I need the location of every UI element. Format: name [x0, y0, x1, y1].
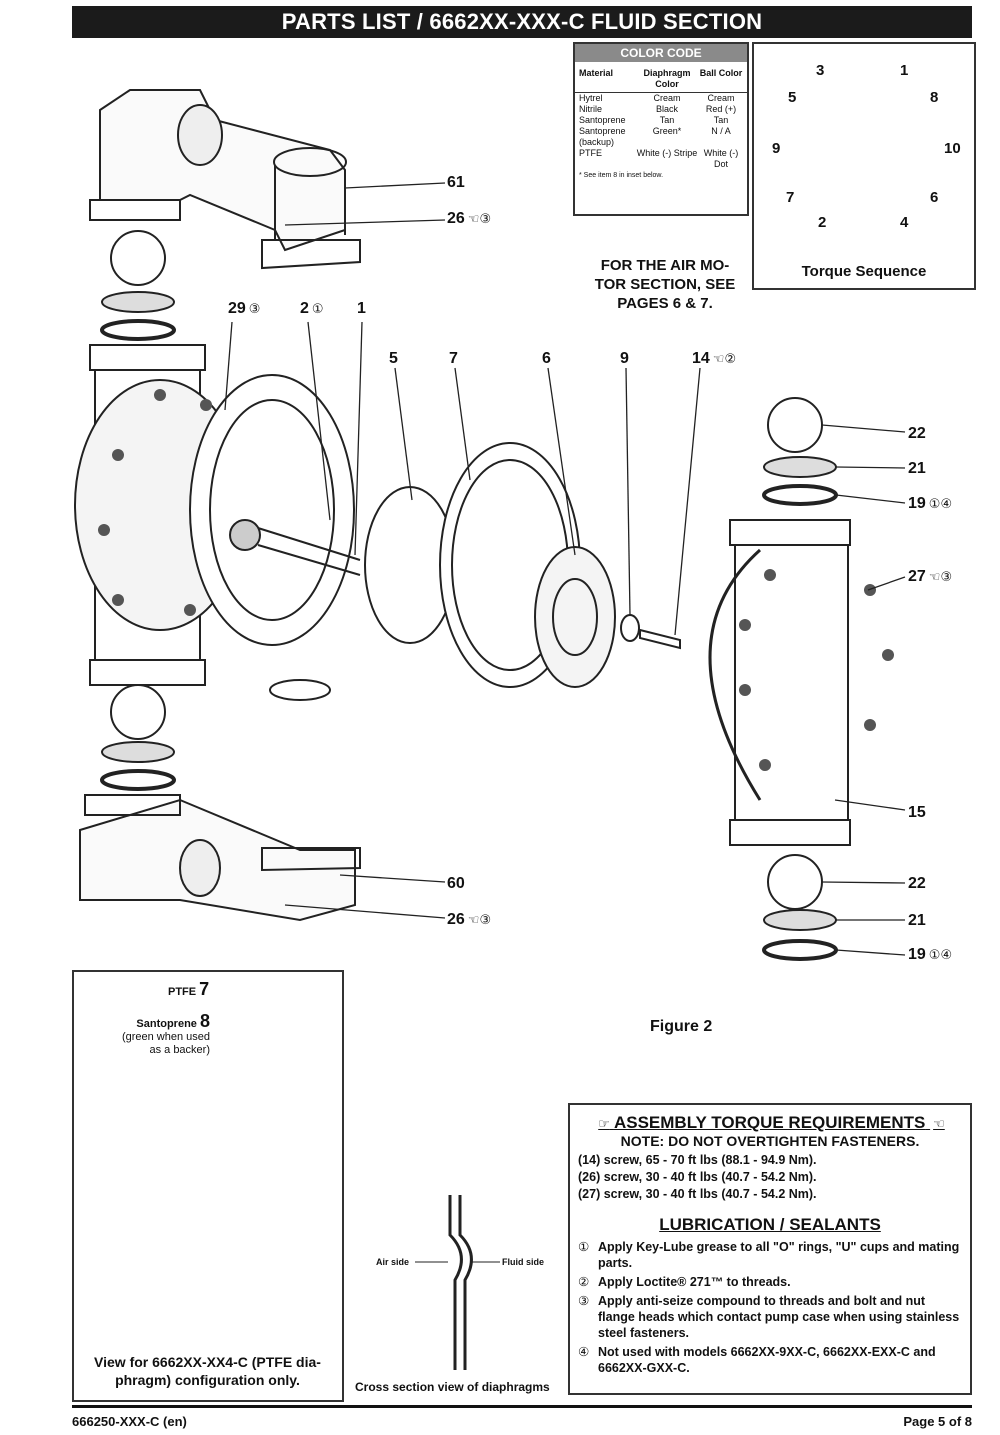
callout-9: 9 — [620, 350, 629, 367]
table-row: Santoprene (backup)Green*N / A — [579, 126, 731, 147]
callout-61: 61 — [447, 174, 465, 191]
callout-22-top: 22 — [908, 425, 926, 442]
lube-1-4-icon: ①④ — [928, 947, 953, 962]
footer-divider — [72, 1405, 972, 1408]
document-number: 666250-XXX-C (en) — [72, 1414, 187, 1429]
assembly-torque-heading: ☞ ASSEMBLY TORQUE REQUIREMENTS ☜ — [598, 1113, 945, 1132]
callout-6: 6 — [542, 350, 551, 367]
torque-icon: ☜③ — [467, 912, 492, 927]
color-code-note: * See item 8 in inset below. — [579, 172, 664, 179]
callout-7: 7 — [449, 350, 458, 367]
torque-number: 7 — [786, 189, 795, 206]
torque-number: 5 — [788, 89, 797, 106]
color-code-title: COLOR CODE — [575, 44, 747, 62]
torque-icon: ☜ — [933, 1116, 945, 1131]
air-side-label: Air side — [376, 1257, 410, 1267]
callout-21-top: 21 — [908, 460, 926, 477]
callout-26-top: 26☜③ — [447, 210, 492, 227]
cross-section-caption: Cross section view of diaphragms — [355, 1380, 550, 1394]
lube-1-4-icon: ①④ — [928, 496, 953, 511]
santoprene-label: Santoprene 8 (green when used as a backe… — [121, 1011, 210, 1056]
callout-14: 14☜② — [692, 350, 737, 367]
torque-line: (26) screw, 30 - 40 ft lbs (40.7 - 54.2 … — [578, 1170, 817, 1184]
torque-number: 1 — [900, 62, 909, 79]
torque-icon: ☜② — [712, 351, 737, 366]
torque-line: (14) screw, 65 - 70 ft lbs (88.1 - 94.9 … — [578, 1153, 817, 1167]
torque-number: 6 — [930, 189, 939, 206]
torque-icon: ☜③ — [467, 211, 492, 226]
torque-number: 2 — [818, 214, 827, 231]
color-code-header: Material Diaphragm Color Ball Color — [575, 62, 747, 93]
torque-number: 9 — [772, 140, 781, 157]
torque-number: 8 — [930, 89, 939, 106]
torque-icon: ☜③ — [928, 569, 953, 584]
color-code-table: COLOR CODE Material Diaphragm Color Ball… — [573, 42, 749, 216]
torque-icon: ☞ — [598, 1116, 610, 1131]
torque-sequence-caption: Torque Sequence — [801, 263, 927, 280]
torque-number: 4 — [900, 214, 909, 231]
torque-sequence-box: 3 1 5 8 9 10 7 6 2 4 Torque Sequence — [752, 42, 976, 290]
inset-caption: View for 6662XX-XX4-C (PTFE dia- phragm)… — [94, 1354, 321, 1388]
torque-number: 10 — [944, 140, 961, 157]
torque-number: 3 — [816, 62, 825, 79]
page-title: PARTS LIST / 6662XX-XXX-C FLUID SECTION — [72, 6, 972, 38]
air-motor-note: FOR THE AIR MO- TOR SECTION, SEE PAGES 6… — [594, 257, 736, 312]
lube-4-icon: ④ — [578, 1345, 590, 1359]
figure-label: Figure 2 — [650, 1018, 713, 1035]
lube-1-icon: ① — [578, 1240, 590, 1254]
callout-26-bottom: 26☜③ — [447, 911, 492, 928]
lube-3-icon: ③ — [578, 1294, 590, 1308]
callout-60: 60 — [447, 875, 465, 892]
ptfe-diaphragm-inset — [72, 970, 344, 1402]
torque-line: (27) screw, 30 - 40 ft lbs (40.7 - 54.2 … — [578, 1187, 817, 1201]
fluid-side-label: Fluid side — [502, 1257, 545, 1267]
callout-15: 15 — [908, 804, 926, 821]
overtighten-note: NOTE: DO NOT OVERTIGHTEN FASTENERS. — [620, 1133, 920, 1149]
callout-22-bottom: 22 — [908, 875, 926, 892]
callout-21-bottom: 21 — [908, 912, 926, 929]
lube-1-icon: ① — [311, 301, 324, 316]
lubrication-heading: LUBRICATION / SEALANTS — [659, 1215, 881, 1234]
page-number: Page 5 of 8 — [903, 1414, 972, 1429]
callout-5: 5 — [389, 350, 398, 367]
lube-2-icon: ② — [578, 1275, 590, 1289]
lube-3-icon: ③ — [248, 301, 261, 316]
callout-1: 1 — [357, 300, 366, 317]
callout-27: 27☜③ — [908, 568, 953, 585]
assembly-notes-box: ☞ ASSEMBLY TORQUE REQUIREMENTS ☜ NOTE: D… — [568, 1103, 972, 1395]
